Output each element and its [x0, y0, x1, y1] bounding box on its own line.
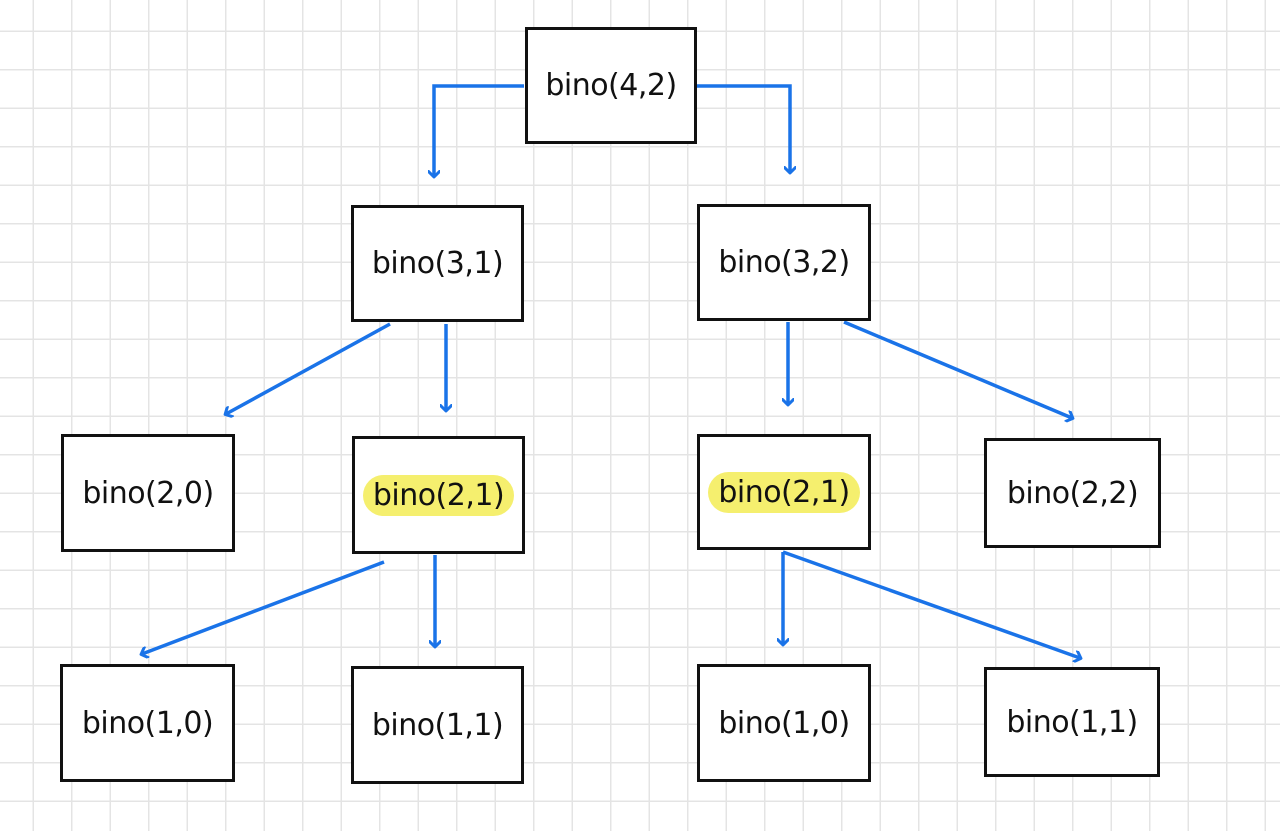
node-bino-2-1-left: bino(2,1) — [352, 436, 525, 554]
node-label: bino(3,1) — [371, 246, 504, 281]
node-bino-1-1-left: bino(1,1) — [351, 666, 524, 784]
node-label: bino(1,1) — [1006, 704, 1138, 740]
node-bino-4-2: bino(4,2) — [525, 27, 697, 144]
node-label: bino(2,2) — [1006, 475, 1139, 511]
edge-root-to-n31 — [434, 84, 524, 176]
node-bino-2-1-right: bino(2,1) — [697, 434, 871, 550]
node-label: bino(1,1) — [371, 707, 504, 743]
node-label: bino(1,0) — [718, 705, 850, 741]
node-bino-2-0: bino(2,0) — [61, 434, 235, 552]
edge-n32-to-n22 — [843, 320, 1072, 418]
node-label: bino(4,2) — [545, 68, 677, 103]
edge-root-to-n32 — [697, 84, 790, 172]
node-bino-1-0-right: bino(1,0) — [697, 664, 871, 782]
edge-n21b-to-n11b — [782, 550, 1080, 658]
node-label: bino(3,2) — [718, 245, 850, 280]
node-label-highlighted: bino(2,1) — [708, 471, 860, 513]
node-label-highlighted: bino(2,1) — [362, 474, 515, 516]
node-label: bino(1,0) — [81, 705, 214, 741]
node-bino-3-2: bino(3,2) — [697, 204, 871, 321]
node-bino-3-1: bino(3,1) — [351, 205, 524, 322]
edge-n21a-to-n10a — [142, 560, 385, 654]
node-bino-1-1-right: bino(1,1) — [984, 667, 1160, 777]
node-label: bino(2,0) — [82, 475, 214, 511]
node-bino-2-2: bino(2,2) — [984, 438, 1161, 548]
edge-n31-to-n20 — [226, 322, 391, 414]
node-bino-1-0-left: bino(1,0) — [60, 664, 235, 782]
